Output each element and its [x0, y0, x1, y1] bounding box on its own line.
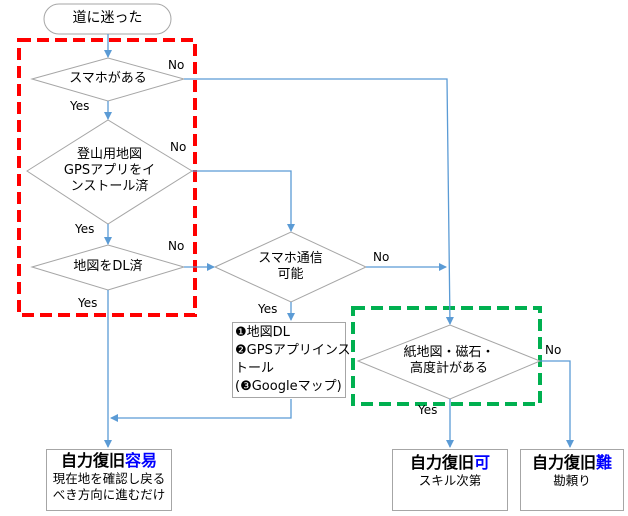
connector-paper-map-no — [540, 360, 574, 448]
result-difficult-heading: 自力復旧難 — [521, 453, 623, 473]
result-description-line: スキル次第 — [418, 473, 482, 488]
result-easy-heading: 自力復旧容易 — [47, 451, 171, 471]
result-title-text: 自力復旧 — [531, 453, 596, 472]
decision-paper-map-label: 紙地図・磁石・ 高度計がある — [358, 345, 540, 377]
map-dl-yes-label: Yes — [78, 296, 98, 310]
smartphone-yes-label: Yes — [70, 99, 90, 113]
decision-text-line: 地図をDL済 — [73, 259, 143, 274]
result-title-text: 自力復旧 — [409, 453, 474, 472]
process-line: トール — [235, 361, 275, 376]
decision-text-line: 紙地図・磁石・ — [403, 345, 495, 360]
smartphone-no-label: No — [168, 58, 185, 72]
map-dl-no-label: No — [168, 239, 185, 253]
decision-text-line: スマホがある — [69, 71, 147, 86]
connector-smartphone-no — [184, 78, 454, 325]
connector-gps-app-no — [192, 170, 295, 232]
result-difficult-box: 自力復旧難 勘頼り — [520, 449, 624, 511]
result-description-line: 勘頼り — [553, 473, 591, 488]
network-no-label: No — [373, 250, 390, 264]
decision-smartphone-label: スマホがある — [32, 71, 184, 87]
smartphone-group-frame — [17, 38, 197, 317]
decision-map-dl-label: 地図をDL済 — [32, 259, 184, 275]
result-accent-text: 容易 — [125, 451, 158, 470]
network-yes-label: Yes — [258, 302, 278, 316]
connector-process-to-easy — [110, 399, 292, 422]
gps-app-yes-label: Yes — [75, 222, 95, 236]
decision-gps-app-label: 登山用地図 GPSアプリをイ ンストール済 — [27, 147, 192, 195]
result-possible-box: 自力復旧可 スキル次第 — [392, 449, 508, 511]
decision-text-line: 可能 — [277, 267, 304, 282]
result-accent-text: 可 — [474, 453, 491, 472]
decision-text-line: スマホ通信 — [258, 251, 323, 266]
result-description-line: べき方向に進むだけ — [52, 487, 166, 502]
process-line: ❶地図DL — [235, 325, 290, 340]
analog-tools-group-frame — [351, 306, 542, 406]
process-line: ❷GPSアプリインス — [235, 343, 351, 358]
decision-text-line: 登山用地図 — [76, 147, 142, 162]
decision-text-line: ンストール済 — [70, 179, 149, 194]
process-box-download: ❶地図DL ❷GPSアプリインス トール (❸Googleマップ) — [232, 322, 351, 398]
result-possible-heading: 自力復旧可 — [393, 453, 507, 473]
start-terminal-label: 道に迷った — [72, 10, 143, 26]
decision-text-line: GPSアプリをイ — [63, 163, 156, 178]
gps-app-no-label: No — [170, 140, 187, 154]
result-description-line: 現在地を確認し戻る — [52, 471, 166, 486]
result-easy-box: 自力復旧容易 現在地を確認し戻る べき方向に進むだけ — [46, 449, 172, 511]
decision-network-label: スマホ通信 可能 — [215, 251, 366, 283]
paper-map-yes-label: Yes — [418, 403, 438, 417]
result-title-text: 自力復旧 — [60, 451, 125, 470]
process-line: (❸Googleマップ) — [235, 379, 342, 394]
result-accent-text: 難 — [596, 453, 613, 472]
decision-text-line: 高度計がある — [409, 361, 488, 376]
paper-map-no-label: No — [545, 343, 562, 357]
